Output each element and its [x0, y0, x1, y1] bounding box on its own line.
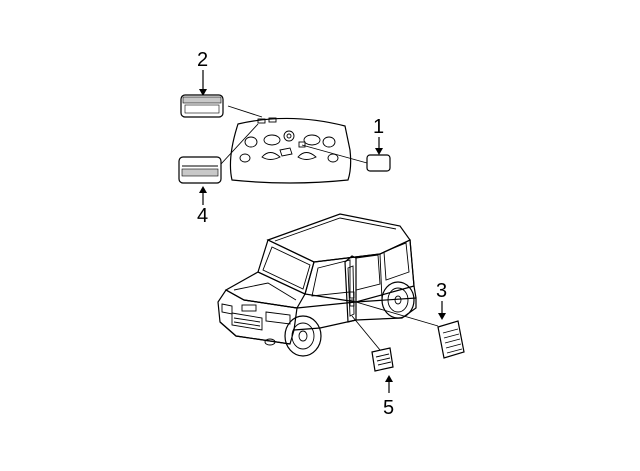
callout-2: 2 — [197, 49, 208, 96]
label-part-3 — [437, 320, 465, 359]
callout-3-number: 3 — [436, 280, 447, 302]
callout-3: 3 — [436, 280, 447, 320]
callout-4-number: 4 — [197, 205, 208, 227]
leader-line-3 — [355, 301, 439, 327]
vehicle-body — [217, 213, 417, 357]
label-part-2 — [180, 94, 224, 118]
callout-5-number: 5 — [383, 397, 394, 419]
label-part-5 — [371, 347, 394, 372]
label-part-4 — [178, 156, 222, 184]
callout-2-number: 2 — [197, 49, 208, 71]
hood-panel — [229, 117, 352, 184]
label-part-1 — [366, 154, 391, 172]
callout-1-number: 1 — [373, 116, 384, 138]
callout-4: 4 — [197, 186, 208, 227]
callout-1: 1 — [373, 116, 384, 155]
callout-5: 5 — [383, 375, 394, 419]
leader-line-5 — [351, 315, 381, 351]
